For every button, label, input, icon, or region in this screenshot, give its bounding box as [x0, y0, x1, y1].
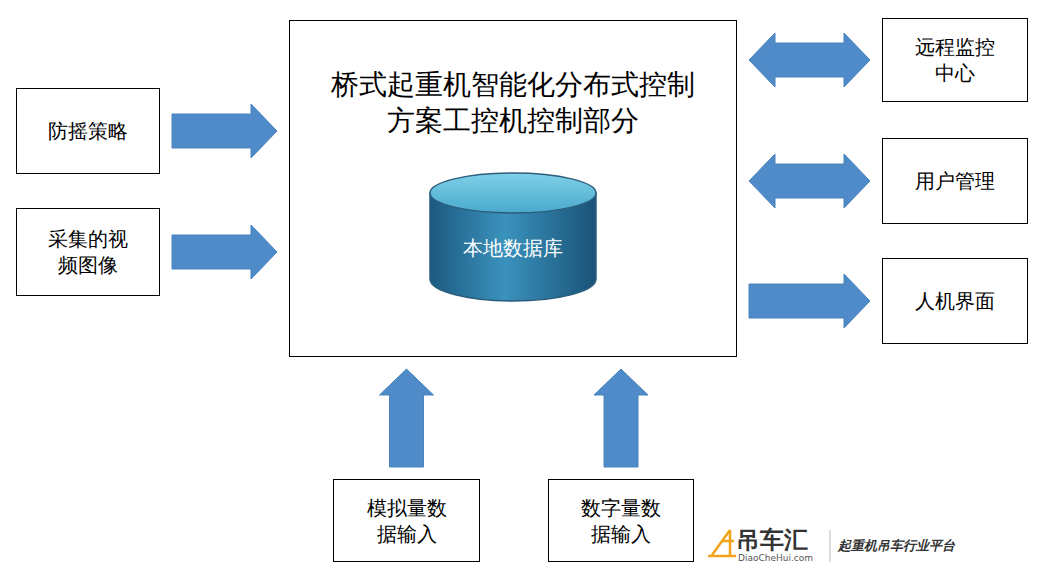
- crane-logo: [708, 530, 736, 556]
- watermark-brand: 吊车汇: [736, 524, 808, 556]
- node-label: 远程监控 中心: [911, 34, 999, 86]
- node-label: 本地数据库: [438, 235, 588, 261]
- output-box: 远程监控 中心: [882, 18, 1028, 102]
- box-title: 桥式起重机智能化分布式控制 方案工控机控制部分: [323, 67, 703, 140]
- block-arrow: [594, 369, 648, 467]
- watermark-url: DiaoCheHui.com: [738, 553, 813, 563]
- block-arrow: [749, 154, 870, 208]
- input-box: 数字量数 据输入: [548, 479, 694, 562]
- block-arrow: [380, 369, 434, 467]
- block-arrow: [172, 104, 277, 158]
- database-cylinder: 本地数据库: [428, 171, 598, 303]
- node-label: 人机界面: [911, 288, 999, 314]
- node-label: 模拟量数 据输入: [363, 495, 451, 547]
- output-box: 人机界面: [882, 258, 1028, 344]
- block-arrow: [172, 225, 277, 279]
- input-box: 模拟量数 据输入: [333, 479, 480, 562]
- block-arrow: [749, 33, 870, 87]
- watermark-divider: [830, 530, 831, 562]
- input-box: 防摇策略: [16, 88, 160, 174]
- node-label: 防摇策略: [44, 118, 132, 144]
- block-arrow: [749, 274, 870, 328]
- node-label: 采集的视 频图像: [44, 226, 132, 278]
- control-unit-box: 桥式起重机智能化分布式控制 方案工控机控制部分本地数据库: [289, 20, 737, 357]
- output-box: 用户管理: [882, 138, 1028, 224]
- input-box: 采集的视 频图像: [16, 208, 160, 296]
- node-label: 用户管理: [911, 168, 999, 194]
- node-label: 数字量数 据输入: [577, 495, 665, 547]
- watermark-slogan: 起重机吊车行业平台: [838, 537, 955, 555]
